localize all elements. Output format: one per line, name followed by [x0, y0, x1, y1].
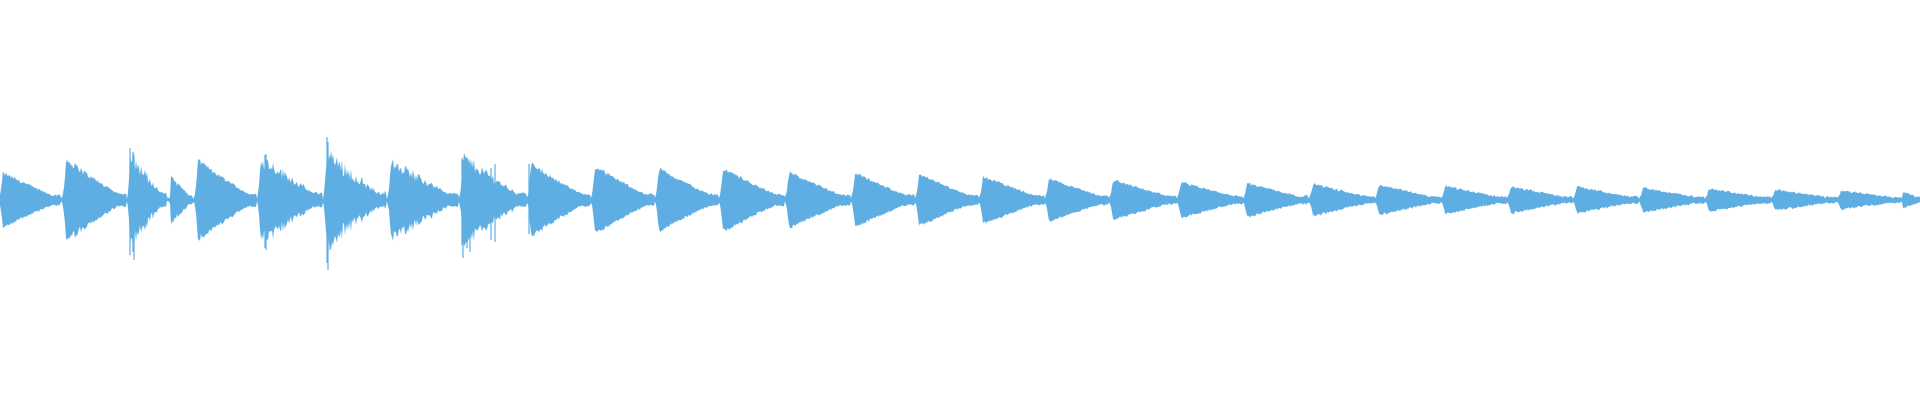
waveform-fill [0, 150, 1920, 250]
waveform-transient-spikes [129, 137, 530, 270]
